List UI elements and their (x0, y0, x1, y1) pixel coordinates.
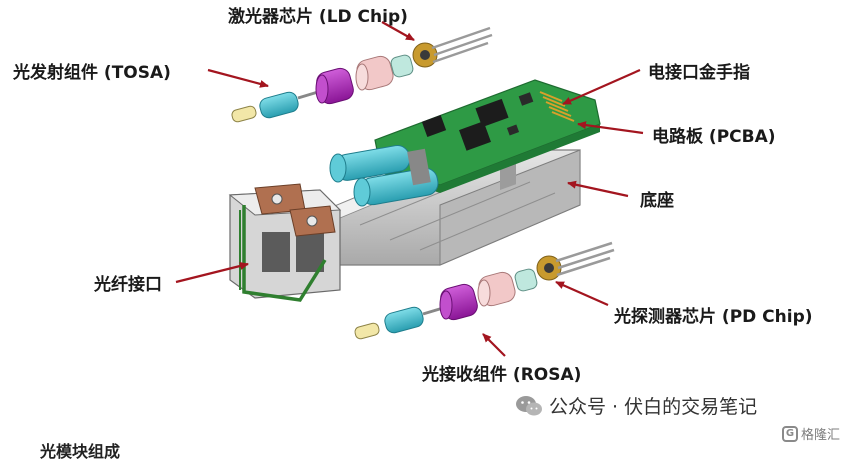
rosa-exploded (354, 241, 615, 340)
tosa-exploded (231, 26, 493, 123)
corner-logo: G 格隆汇 (782, 424, 840, 443)
wechat-icon (516, 395, 542, 415)
arrow-rosa (482, 333, 506, 357)
watermark-text: 公众号 · 伏白的交易笔记 (549, 396, 758, 418)
label-gold-finger: 电接口金手指 (648, 63, 750, 83)
label-pcba: 电路板 (PCBA) (652, 127, 776, 147)
label-fiber-port: 光纤接口 (94, 275, 162, 295)
mounted-cyan-receptacles (329, 145, 439, 207)
logo-g-icon: G (782, 425, 798, 442)
arrow-pd-chip (555, 280, 609, 307)
front-cage (228, 183, 342, 302)
arrow-finger (562, 68, 641, 106)
label-tosa: 光发射组件 (TOSA) (13, 63, 171, 83)
arrow-ld-chip (381, 21, 415, 41)
arrow-tosa (207, 68, 269, 88)
pcb-board (374, 79, 601, 193)
corner-logo-text: 格隆汇 (801, 428, 841, 443)
footer-caption: 光模块组成 (40, 442, 121, 461)
label-base: 底座 (640, 191, 674, 211)
label-ld-chip: 激光器芯片 (LD Chip) (228, 7, 408, 27)
gold-fingers (539, 91, 575, 122)
label-rosa: 光接收组件 (ROSA) (422, 365, 582, 385)
callout-arrows (175, 21, 644, 357)
label-pd-chip: 光探测器芯片 (PD Chip) (614, 307, 813, 327)
optical-module-diagram (175, 21, 644, 357)
wechat-watermark: 公众号 · 伏白的交易笔记 (515, 392, 757, 419)
arrow-base (567, 180, 629, 198)
arrow-pcba (577, 121, 644, 135)
arrow-fiber-port (175, 262, 249, 284)
